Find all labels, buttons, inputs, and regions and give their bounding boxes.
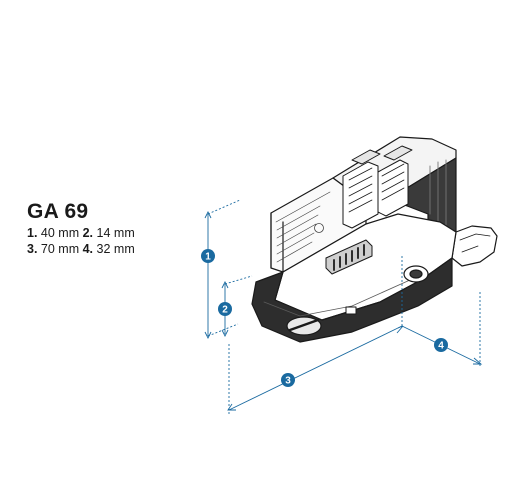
body-highlight bbox=[263, 279, 411, 317]
track-adapter-drawing bbox=[251, 136, 498, 343]
callout-4: 4 bbox=[434, 338, 448, 352]
dimension-1-extension-top bbox=[207, 199, 241, 215]
callout-4-label: 4 bbox=[438, 341, 444, 352]
callout-3-label: 3 bbox=[285, 376, 291, 387]
callout-3: 3 bbox=[281, 373, 295, 387]
spec-block: GA 69 1. 40 mm 2. 14 mm 3. 70 mm 4. 32 m… bbox=[27, 201, 135, 258]
dimension-4-value: 32 mm bbox=[96, 241, 135, 256]
dimension-2-extension-top bbox=[224, 275, 253, 285]
dimension-3-number: 3. bbox=[27, 241, 38, 256]
ce-mark bbox=[314, 223, 324, 233]
dimension-row-1-2: 1. 40 mm 2. 14 mm bbox=[27, 227, 135, 240]
dimension-row-3-4: 3. 70 mm 4. 32 mm bbox=[27, 241, 135, 256]
clip-tab-inner bbox=[459, 233, 491, 253]
terminal-block bbox=[342, 145, 413, 229]
front-panel-edge bbox=[270, 212, 284, 273]
dimension-2-value: 14 mm bbox=[96, 226, 135, 240]
dimension-1-value: 40 mm bbox=[40, 226, 80, 240]
vent-grille bbox=[325, 239, 373, 275]
panel-print bbox=[275, 191, 331, 263]
dimension-3-line bbox=[228, 325, 403, 411]
clip-tab bbox=[451, 225, 498, 267]
dimension-2-number: 2. bbox=[82, 226, 94, 240]
dimension-3-value: 70 mm bbox=[40, 241, 80, 256]
front-tab bbox=[345, 306, 357, 315]
dimension-1-number: 1. bbox=[27, 226, 38, 240]
top-screw-hole-inner bbox=[409, 269, 423, 279]
housing-ribs bbox=[429, 159, 447, 229]
callout-2: 2 bbox=[218, 302, 232, 316]
dimension-4-number: 4. bbox=[82, 241, 94, 256]
dimension-lines bbox=[204, 199, 483, 414]
dimension-1-extension-bottom bbox=[207, 323, 239, 337]
callout-2-label: 2 bbox=[222, 305, 228, 316]
callout-1: 1 bbox=[201, 249, 215, 263]
product-title: GA 69 bbox=[27, 200, 89, 223]
callout-1-label: 1 bbox=[205, 252, 211, 263]
front-screw-slot bbox=[288, 318, 320, 332]
